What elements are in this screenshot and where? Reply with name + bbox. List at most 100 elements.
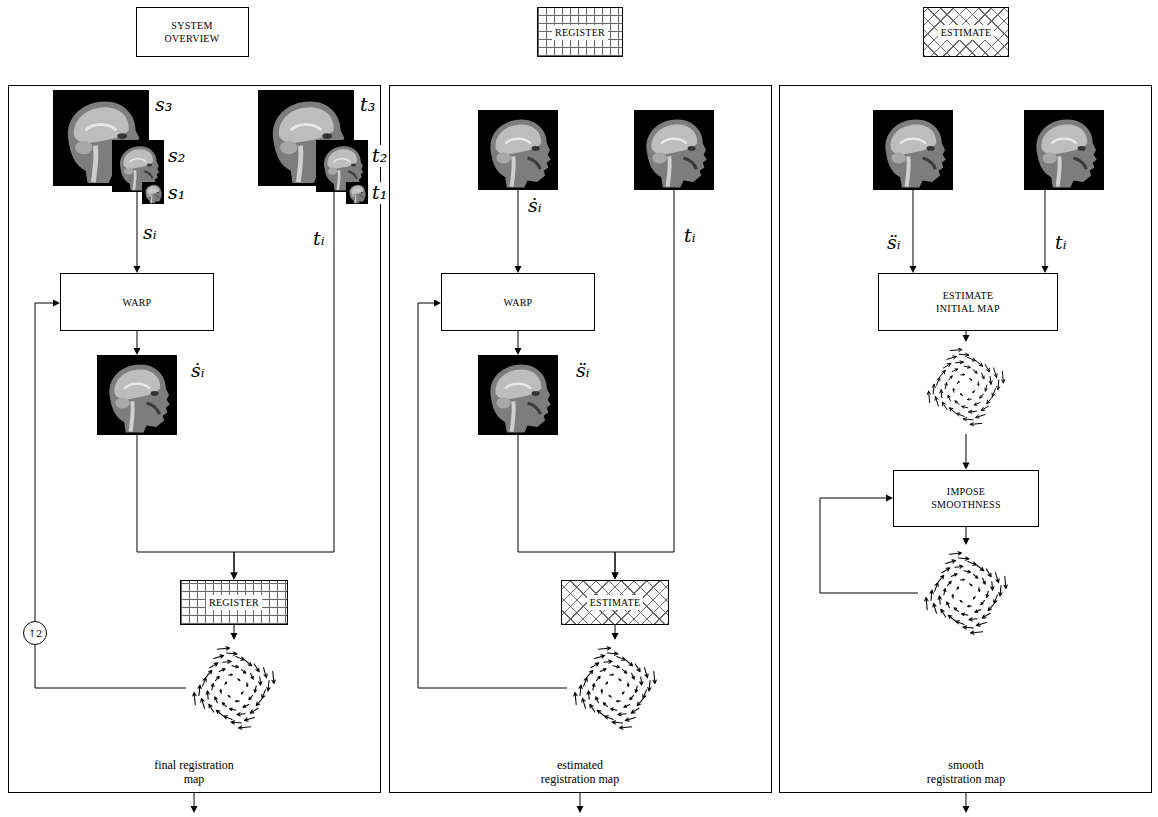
connector-line <box>35 303 53 621</box>
image-label: s̈ᵢ <box>886 232 902 254</box>
arrowhead <box>53 300 60 307</box>
arrowhead <box>612 573 619 580</box>
box-label: REGISTER <box>206 595 262 610</box>
image-label: s₁ <box>167 182 186 204</box>
mri-image: tᵢ <box>1024 110 1104 190</box>
image-label: s₂ <box>167 145 186 167</box>
mri-image: s̈ᵢ <box>873 110 953 190</box>
connector <box>231 625 238 641</box>
arrowhead <box>231 573 238 580</box>
connector-line <box>35 645 186 688</box>
panel-frame <box>780 86 1152 793</box>
mri-image-picture <box>478 355 558 435</box>
picture <box>634 110 714 190</box>
arrowhead <box>612 573 619 580</box>
picture <box>142 182 164 204</box>
arrowhead <box>134 348 141 355</box>
picture <box>574 647 657 730</box>
process-box: WARP <box>60 273 214 331</box>
connector <box>134 331 141 355</box>
connector <box>612 190 675 580</box>
mri-image: ṡᵢ <box>97 355 177 435</box>
arrowhead <box>910 266 917 273</box>
output-arrowhead <box>191 806 970 813</box>
box-label: ESTIMATE <box>587 595 644 610</box>
mri-image-picture <box>346 182 368 204</box>
arrowhead <box>963 463 970 470</box>
picture <box>97 355 177 435</box>
picture <box>1024 110 1104 190</box>
arrowhead <box>963 538 970 545</box>
arrowhead <box>434 300 441 307</box>
estimate-box: ESTIMATE <box>561 580 669 625</box>
connector <box>35 645 186 688</box>
box-label: ESTIMATE <box>938 25 995 40</box>
image-label: s̈ᵢ <box>575 360 591 382</box>
connector-line <box>1045 190 1046 266</box>
signal-label: tᵢ <box>312 228 325 250</box>
connector <box>910 190 917 273</box>
mri-image: s̈ᵢ <box>478 355 558 435</box>
mri-image-picture <box>1024 110 1104 190</box>
mri-image: tᵢ <box>634 110 714 190</box>
mri-image: t₁ <box>346 182 368 204</box>
mri-image-picture <box>142 182 164 204</box>
picture <box>873 110 953 190</box>
connector-line <box>518 435 615 573</box>
image-label: tᵢ <box>683 225 696 247</box>
panel-frame <box>9 86 381 793</box>
process-box: ESTIMATE INITIAL MAP <box>878 273 1058 331</box>
arrowhead <box>134 266 141 273</box>
picture <box>193 647 276 730</box>
mri-image-picture <box>634 110 714 190</box>
connector <box>612 625 619 641</box>
arrowhead <box>1042 266 1049 273</box>
mri-image: s₁ <box>142 182 164 204</box>
connector <box>137 435 238 580</box>
output-arrow <box>194 793 966 806</box>
vector-field <box>919 335 1013 434</box>
mri-image-picture <box>97 355 177 435</box>
map-caption: smooth registration map <box>920 758 1012 787</box>
connector-line <box>615 625 616 634</box>
arrowhead <box>231 633 238 640</box>
process-box: IMPOSE SMOOTHNESS <box>893 470 1039 527</box>
connector <box>1042 190 1049 273</box>
registration-map-picture <box>567 640 663 736</box>
registration-map-picture <box>918 545 1014 641</box>
connector <box>134 192 141 273</box>
connector <box>418 300 567 689</box>
connector-line <box>137 192 138 266</box>
connector-line <box>518 190 519 266</box>
picture <box>478 355 558 435</box>
process-box: WARP <box>441 273 595 331</box>
connector <box>515 190 522 273</box>
arrowhead <box>612 633 619 640</box>
connector <box>963 527 970 546</box>
signal-label: sᵢ <box>142 222 158 244</box>
picture <box>346 182 368 204</box>
connector-line <box>615 190 674 573</box>
box-label: SYSTEM OVERVIEW <box>149 19 235 45</box>
picture <box>478 110 558 190</box>
box-label: IMPOSE SMOOTHNESS <box>925 485 1007 511</box>
map-caption: final registration map <box>148 758 240 787</box>
connector <box>231 192 335 580</box>
image-label: t₁ <box>371 182 388 204</box>
connector-line <box>913 190 914 266</box>
box-label: WARP <box>504 296 533 309</box>
process-box: SYSTEM OVERVIEW <box>136 7 249 57</box>
mri-image-picture <box>478 110 558 190</box>
panel-frame <box>390 86 772 793</box>
picture <box>925 552 1008 635</box>
image-label: t₃ <box>359 94 376 116</box>
registration-map: estimated registration map <box>567 640 663 736</box>
map-caption: estimated registration map <box>534 758 626 787</box>
connector-line <box>234 625 235 634</box>
connector <box>515 331 522 355</box>
connector-line <box>966 527 967 539</box>
registration-map-picture <box>186 640 282 736</box>
image-label: s₃ <box>154 94 173 116</box>
arrowhead <box>231 573 238 580</box>
box-label: ↑2 <box>28 627 43 640</box>
